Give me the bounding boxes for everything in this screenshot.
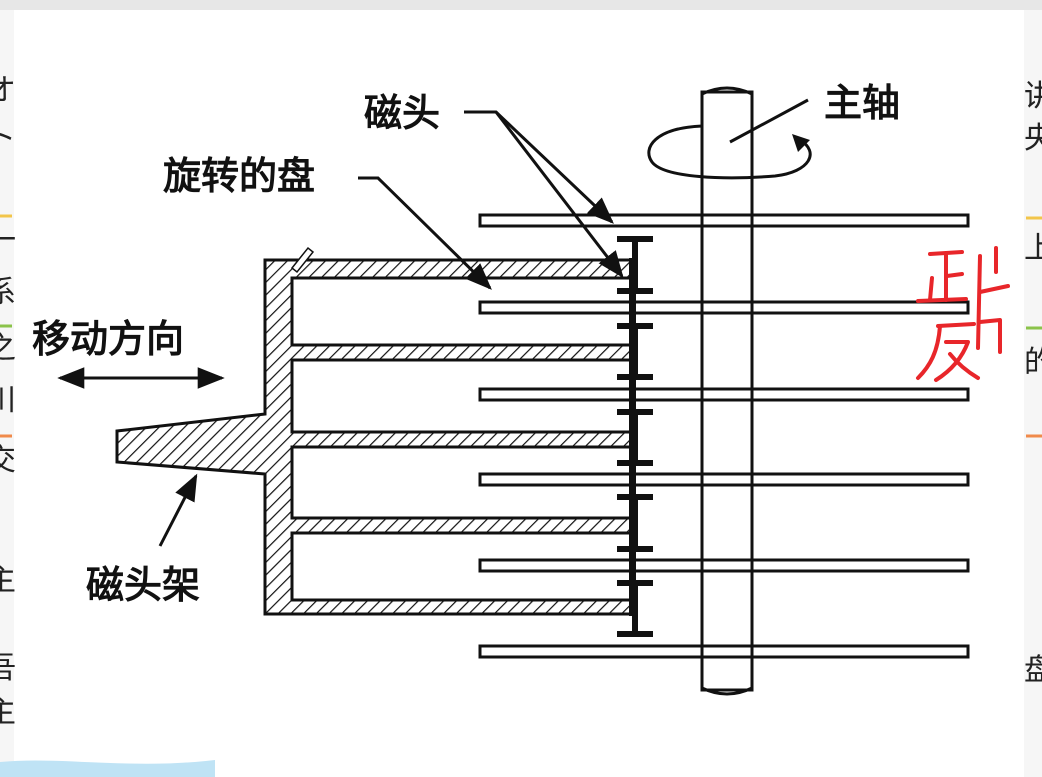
head-pair bbox=[617, 323, 653, 380]
left-fragment: 一 bbox=[0, 223, 16, 258]
right-edge-fragments: 讲 央 上 的 盘 bbox=[1024, 79, 1042, 688]
rotation-arrow bbox=[647, 124, 812, 180]
right-fragment: 的 bbox=[1024, 345, 1042, 380]
disk-platter bbox=[478, 213, 970, 228]
right-fragment: 盘 bbox=[1024, 653, 1042, 688]
handwritten-bottom bbox=[916, 322, 980, 382]
label-spindle: 主轴 bbox=[824, 81, 900, 125]
disk-platter bbox=[478, 300, 970, 315]
page-left-margin bbox=[0, 10, 14, 777]
page-right-margin bbox=[1024, 10, 1042, 777]
left-fragment: 系 bbox=[0, 275, 16, 310]
left-fragment: ト bbox=[0, 121, 16, 156]
head-group bbox=[617, 236, 653, 637]
label-head: 磁头 bbox=[364, 91, 440, 135]
bottom-blue-smudge bbox=[0, 760, 215, 777]
head-arm-leader bbox=[158, 473, 198, 547]
left-edge-fragments: オ ト 一 系 之 川 交 主 吾 主 bbox=[0, 73, 16, 730]
head-pair bbox=[617, 236, 653, 294]
label-rotating-disk: 旋转的盘 bbox=[163, 154, 315, 198]
pen-cursor-icon bbox=[290, 246, 315, 274]
left-fragment: 吾 bbox=[0, 651, 16, 686]
head-pair bbox=[617, 409, 653, 466]
head-pair bbox=[617, 494, 653, 552]
left-fragment: 之 bbox=[0, 331, 16, 366]
handwritten-top bbox=[916, 250, 968, 303]
disk-stack bbox=[478, 213, 970, 659]
disk-platter bbox=[478, 472, 970, 487]
head-leader-2 bbox=[494, 111, 624, 279]
left-fragment: 主 bbox=[0, 563, 16, 598]
page-top-border bbox=[0, 0, 1042, 10]
disk-platter bbox=[478, 558, 970, 573]
spindle-leader bbox=[729, 98, 809, 144]
label-move-direction: 移动方向 bbox=[32, 317, 184, 361]
disk-platter bbox=[478, 387, 970, 402]
disk-platter bbox=[478, 644, 970, 659]
left-fragment: 交 bbox=[0, 443, 16, 478]
head-pair bbox=[617, 580, 653, 637]
handwritten-annotation bbox=[916, 246, 1010, 382]
handwritten-right bbox=[976, 246, 1010, 354]
left-fragment: 川 bbox=[0, 383, 16, 418]
left-fragment: 主 bbox=[0, 695, 16, 730]
label-head-arm: 磁头架 bbox=[86, 563, 200, 607]
left-fragment: オ bbox=[0, 73, 16, 108]
leader-lines bbox=[57, 98, 809, 547]
right-fragment: 央 bbox=[1024, 121, 1042, 156]
right-fragment: 讲 bbox=[1024, 79, 1042, 114]
disk-leader bbox=[358, 176, 492, 290]
right-fragment: 上 bbox=[1024, 231, 1042, 266]
